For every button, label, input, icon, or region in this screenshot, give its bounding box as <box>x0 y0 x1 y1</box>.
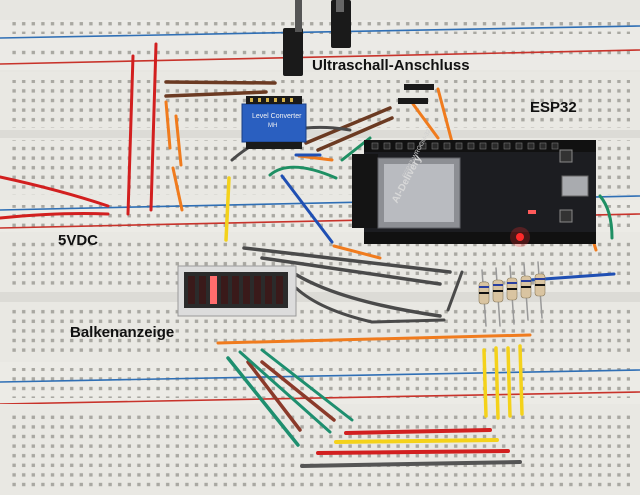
yellow-wires <box>224 176 524 444</box>
terminal-strip-bottom <box>0 404 640 495</box>
level-converter <box>241 96 307 149</box>
esp32-board <box>352 140 596 247</box>
resistors <box>478 261 546 327</box>
ultrasonic-connector <box>283 0 351 76</box>
esp32-label: ESP32 <box>530 99 577 116</box>
orange-wires <box>164 87 598 345</box>
level-converter-marking-2: MH <box>268 123 278 129</box>
red-wires <box>0 42 510 455</box>
power-rail-top <box>0 20 640 70</box>
brown-wires <box>164 80 394 432</box>
terminal-strip-middle <box>0 232 640 362</box>
bar-display-label: Balkenanzeige <box>70 324 175 341</box>
bar-led-display <box>177 265 297 317</box>
ultrasonic-label: Ultraschall-Anschluss <box>312 57 470 74</box>
level-converter-marking: Level Converter <box>252 113 302 120</box>
supply-label: 5VDC <box>58 232 99 249</box>
power-rail-bottom <box>0 362 640 405</box>
black-jumpers <box>398 84 434 104</box>
